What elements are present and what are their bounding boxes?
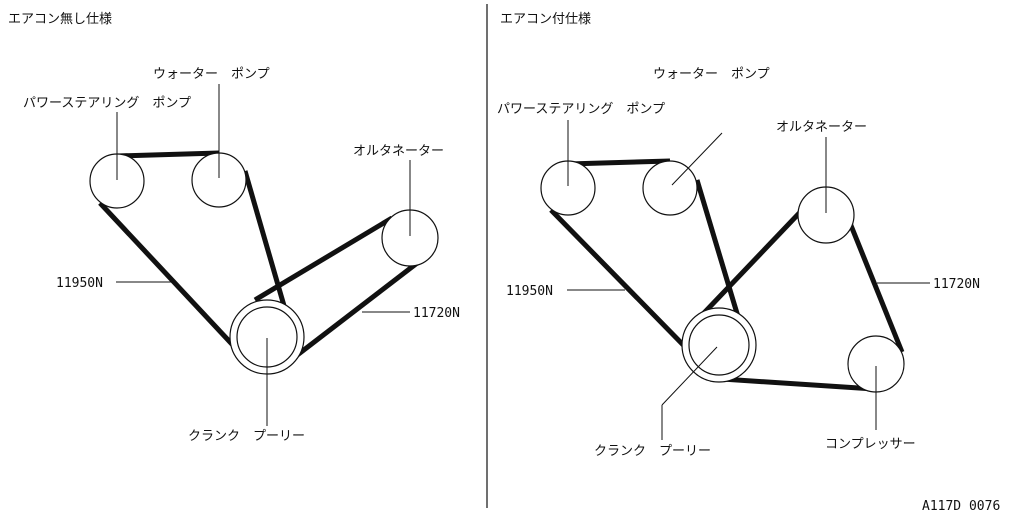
right-belt-crank-to-alt	[701, 204, 808, 316]
left-label-belt-b: 11720N	[413, 306, 460, 321]
right-leader-water-pump	[671, 132, 723, 186]
right-belt-ps-to-crank	[549, 208, 698, 360]
figure-code: A117D 0076	[922, 499, 1000, 512]
right-label-water-pump: ウォーター ポンプ	[653, 67, 770, 82]
left-label-crank-pulley: クランク プーリー	[188, 429, 305, 444]
left-belt-ps-to-crank	[98, 201, 246, 359]
left-label-alternator: オルタネーター	[353, 144, 444, 159]
right-belt-alt-to-comp	[847, 222, 905, 353]
right-label-belt-a: 11950N	[506, 284, 553, 299]
right-belt-crank-to-comp	[721, 376, 875, 392]
left-label-power-steering-pump: パワーステアリング ポンプ	[23, 96, 191, 111]
left-belt-ps-to-wp	[116, 150, 220, 159]
right-label-belt-b: 11720N	[933, 277, 980, 292]
right-leader-crank	[661, 346, 718, 406]
right-label-crank-pulley: クランク プーリー	[594, 444, 711, 459]
left-belt-crank-to-alt-upper	[253, 215, 394, 303]
left-panel: エアコン無し仕様 ウォーター ポンプ パワーステアリング ポンプ オルタネーター…	[8, 12, 460, 444]
left-belt-wp-to-crank	[242, 170, 292, 324]
left-panel-title: エアコン無し仕様	[8, 12, 112, 27]
left-label-water-pump: ウォーター ポンプ	[153, 67, 270, 82]
right-label-alternator: オルタネーター	[776, 120, 867, 135]
left-label-belt-a: 11950N	[56, 276, 103, 291]
right-crank-pulley-inner	[688, 314, 750, 376]
right-panel-title: エアコン付仕様	[500, 12, 591, 27]
right-water-pump-pulley	[642, 160, 698, 216]
right-label-power-steering-pump: パワーステアリング ポンプ	[497, 102, 665, 117]
right-belt-ps-to-wp	[567, 158, 671, 167]
left-belt-crank-to-alt-lower	[294, 255, 427, 358]
right-belt-wp-to-crank	[694, 179, 745, 331]
right-label-compressor: コンプレッサー	[825, 437, 916, 452]
right-panel: エアコン付仕様 ウォーター ポンプ パワーステアリング ポンプ オルタネーター …	[497, 12, 980, 459]
